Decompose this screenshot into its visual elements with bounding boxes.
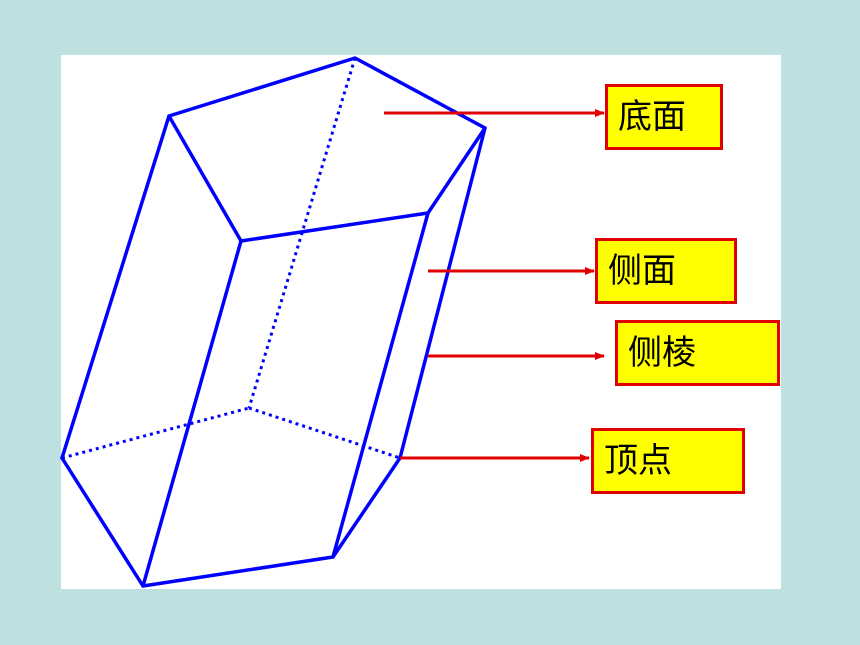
- bottom-base-edges: [60, 456, 402, 588]
- top-base-face: [167, 56, 487, 243]
- lateral-edge-front-left: [141, 239, 243, 588]
- hidden-edges: [61, 57, 401, 460]
- lateral-edge-right: [398, 126, 487, 460]
- hidden-base-edge-left: [61, 406, 250, 460]
- label-lateral-edge: 侧棱: [615, 320, 780, 386]
- pointer-arrows: [384, 109, 605, 462]
- hidden-base-edge-right: [248, 406, 401, 460]
- visible-edges: [60, 56, 487, 588]
- label-base: 底面: [605, 84, 723, 150]
- lateral-edge-left: [60, 114, 171, 460]
- label-vertex: 顶点: [591, 428, 745, 494]
- lateral-edge-front-right: [331, 211, 430, 559]
- label-lateral-face: 侧面: [595, 238, 737, 304]
